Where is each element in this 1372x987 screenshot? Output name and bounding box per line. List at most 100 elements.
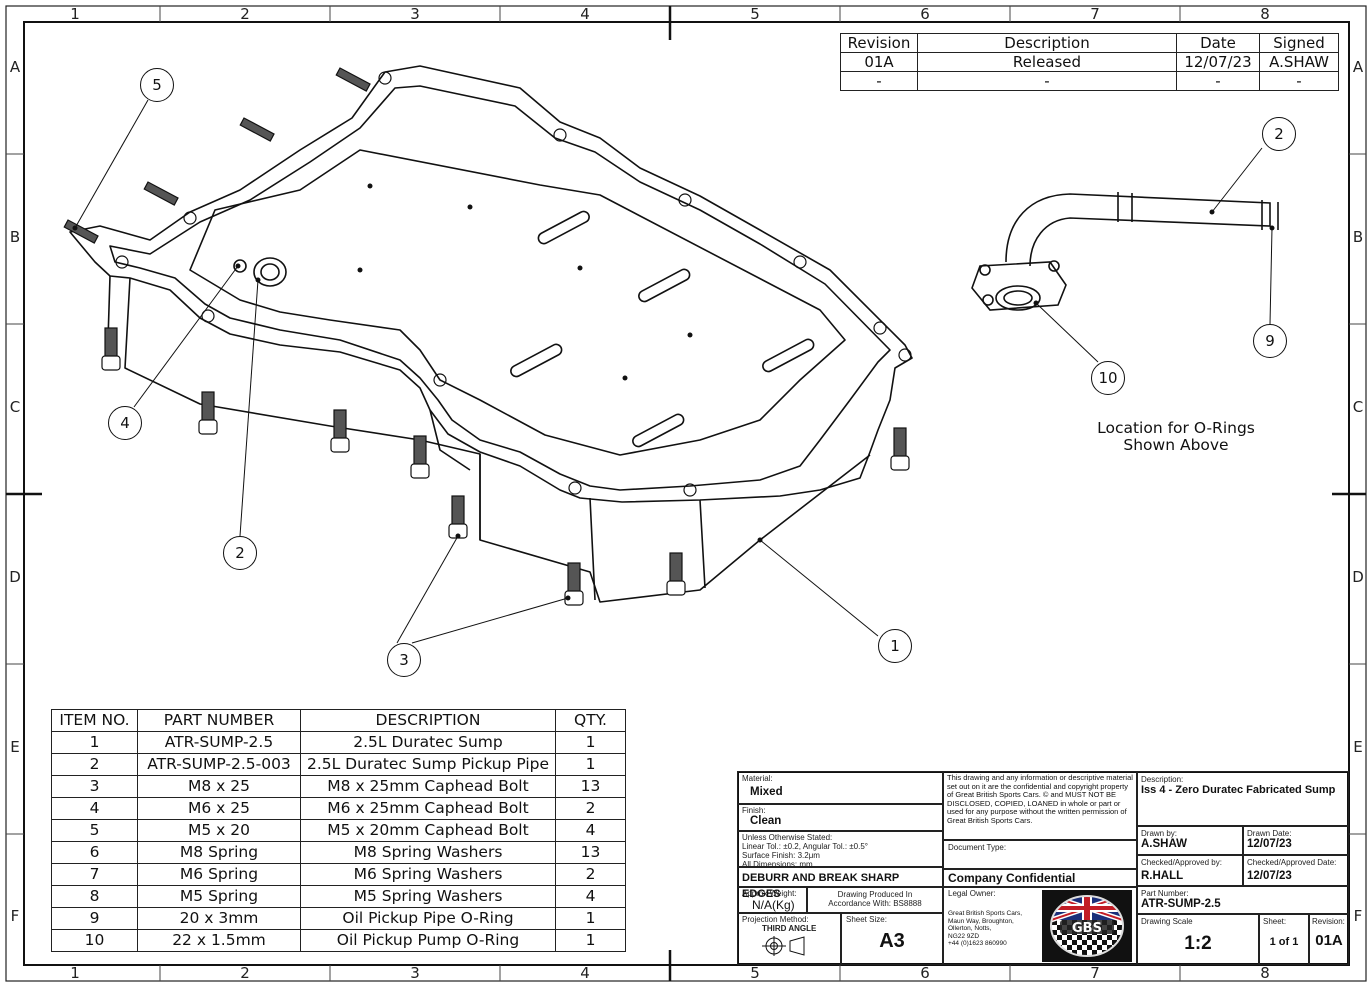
bom-cell: M5 Spring	[137, 885, 301, 908]
weight-label: Approx Weight:	[742, 889, 797, 898]
bom-cell: 2.5L Duratec Sump	[300, 731, 556, 754]
drawn-date-value: 12/07/23	[1247, 838, 1292, 850]
doc-type-label: Document Type:	[948, 843, 1007, 852]
bom-cell: M5 Spring Washers	[300, 885, 556, 908]
bom-cell: M5 x 20	[137, 819, 301, 842]
confidential-text: This drawing and any information or desc…	[947, 773, 1133, 825]
checked-by-cell: Checked/Approved by: R.HALL	[1137, 855, 1243, 886]
bom-cell: 1	[51, 731, 138, 754]
projection-label: Projection Method:	[742, 915, 809, 924]
bom-cell: 13	[555, 775, 626, 798]
bom-cell: 20 x 3mm	[137, 907, 301, 930]
checked-date-value: 12/07/23	[1247, 870, 1292, 882]
logo-text: GBS	[1072, 921, 1102, 936]
sheet-size-label: Sheet Size:	[846, 915, 887, 924]
bom-header-cell: ITEM NO.	[51, 709, 138, 732]
part-number-cell: Part Number: ATR-SUMP-2.5	[1137, 886, 1349, 914]
bom-cell: 3	[51, 775, 138, 798]
note-line-2: Shown Above	[1123, 436, 1229, 454]
bom-cell: Oil Pickup Pump O-Ring	[300, 929, 556, 952]
finish-cell: Finish: Clean	[737, 804, 943, 831]
weight-value: N/A(Kg)	[752, 898, 795, 912]
bolts	[63, 67, 910, 606]
bom-header-row: ITEM NO. PART NUMBER DESCRIPTION QTY.	[51, 709, 626, 732]
bom-cell: 2	[51, 753, 138, 776]
sheet-size-cell: Sheet Size: A3	[841, 913, 943, 965]
address-line: NG22 9ZD	[948, 932, 980, 940]
sump-flange-outline	[69, 65, 913, 503]
bom-cell: ATR-SUMP-2.5	[137, 731, 301, 754]
standard-line-1: Drawing Produced In	[837, 890, 913, 899]
revision-cell: Revision: 01A	[1309, 914, 1349, 965]
zone-col-bottom-1: 1	[70, 964, 80, 982]
finish-value: Clean	[750, 815, 782, 827]
drawn-date-cell: Drawn Date: 12/07/23	[1243, 826, 1349, 855]
revision-label: Revision:	[1312, 917, 1345, 926]
bom-cell: M6 Spring Washers	[300, 863, 556, 886]
material-value: Mixed	[750, 786, 783, 798]
doc-type-cell: Document Type:	[943, 840, 1137, 869]
zone-col-top-1: 1	[70, 5, 80, 23]
tolerance-line-1: Linear Tol.: ±0.2, Angular Tol.: ±0.5°	[742, 842, 868, 851]
finish-label: Finish:	[742, 806, 766, 815]
sump-side-wall-2	[429, 409, 706, 601]
revision-cell: -	[1259, 71, 1339, 91]
zone-row-left-e: E	[10, 738, 20, 756]
bom-cell: 4	[555, 819, 626, 842]
description-cell: Description: Iss 4 - Zero Duratec Fabric…	[1137, 771, 1349, 826]
tolerance-label: Unless Otherwise Stated:	[742, 833, 833, 842]
zone-col-top-2: 2	[240, 5, 250, 23]
tolerance-line-2: Surface Finish: 3.2μm	[742, 851, 820, 860]
doc-type-value: Company Confidential	[943, 869, 1137, 887]
zone-col-bottom-5: 5	[750, 964, 760, 982]
revision-cell: A.SHAW	[1259, 52, 1339, 72]
revision-header-cell: Revision	[840, 33, 918, 53]
zone-col-top-6: 6	[920, 5, 930, 23]
bom-cell: M6 Spring	[137, 863, 301, 886]
address-line: Maun Way, Broughton,	[948, 917, 1014, 925]
zone-col-top-7: 7	[1090, 5, 1100, 23]
balloon-2-detail: 2	[1262, 117, 1296, 151]
zone-row-left-b: B	[9, 228, 21, 246]
sheet-number-value: 1 of 1	[1269, 936, 1299, 948]
standard-cell: Drawing Produced In Accordance With: BS8…	[807, 887, 943, 913]
bom-cell: 2	[555, 863, 626, 886]
description-value: Iss 4 - Zero Duratec Fabricated Sump	[1141, 784, 1336, 796]
zone-row-right-d: D	[1352, 568, 1364, 586]
bom-cell: 8	[51, 885, 138, 908]
description-label: Description:	[1141, 775, 1184, 784]
bom-cell: ATR-SUMP-2.5-003	[137, 753, 301, 776]
zone-col-bottom-7: 7	[1090, 964, 1100, 982]
material-cell: Material: Mixed	[737, 771, 943, 804]
revision-value: 01A	[1315, 932, 1343, 949]
weight-cell: Approx Weight: N/A(Kg)	[737, 887, 807, 913]
scale-label: Drawing Scale	[1141, 917, 1193, 926]
zone-row-right-f: F	[1353, 907, 1363, 925]
checked-date-cell: Checked/Approved Date: 12/07/23	[1243, 855, 1349, 886]
balloon-1: 1	[878, 629, 912, 663]
third-angle-projection-icon	[762, 936, 805, 956]
zone-row-right-b: B	[1352, 228, 1364, 246]
bom-cell: M6 x 25mm Caphead Bolt	[300, 797, 556, 820]
revision-header-cell: Signed	[1259, 33, 1339, 53]
zone-col-bottom-3: 3	[410, 964, 420, 982]
revision-cell: -	[840, 71, 918, 91]
address-line: +44 (0)1623 860990	[948, 940, 1007, 947]
drawn-by-label: Drawn by:	[1141, 829, 1178, 838]
zone-col-top-8: 8	[1260, 5, 1270, 23]
zone-col-top-3: 3	[410, 5, 420, 23]
zone-col-bottom-8: 8	[1260, 964, 1270, 982]
checked-by-value: R.HALL	[1141, 870, 1184, 882]
revision-cell: -	[1176, 71, 1260, 91]
bom-cell: M5 x 20mm Caphead Bolt	[300, 819, 556, 842]
bom-cell: M8 x 25mm Caphead Bolt	[300, 775, 556, 798]
bom-cell: 7	[51, 863, 138, 886]
sheet-number-cell: Sheet: 1 of 1	[1259, 914, 1309, 965]
drawn-by-cell: Drawn by: A.SHAW	[1137, 826, 1243, 855]
